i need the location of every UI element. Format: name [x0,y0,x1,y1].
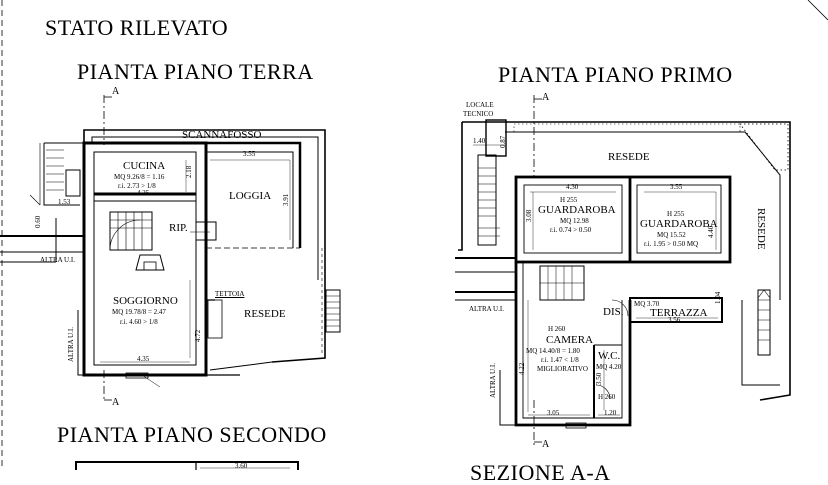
floor-plan-drawing [0,0,828,470]
section-mark-bottom: A [112,397,120,408]
drawing-heading: STATO RILEVATO [45,15,229,40]
dim-second-top: 3.60 [235,462,248,470]
terrazza-area: MQ 3.70 [634,300,660,308]
guardaroba1-ratio: r.i. 0.74 > 0.50 [550,226,592,234]
loggia-label: LOGGIA [229,190,272,202]
dim-cucina-height: 2.18 [185,165,193,178]
soggiorno-area: MQ 19.78/8 = 2.47 [112,308,166,316]
section-aa-title: SEZIONE A-A [470,460,611,485]
resede-label: RESEDE [244,308,286,320]
locale-tecnico-line1: LOCALE [466,101,494,109]
dim-camera-width: 3.05 [547,409,560,417]
section-mark-top: A [112,86,120,97]
dim-locale-tecnico-height: 0.87 [499,135,507,148]
dim-wc-width: 1.20 [604,409,617,417]
dim-guardaroba2-height: 4.40 [707,225,715,238]
camera-label: CAMERA [546,334,594,346]
locale-tecnico-line2: TECNICO [463,110,494,118]
guardaroba1-height: H 255 [560,196,578,204]
first-floor-plan [455,95,791,445]
guardaroba2-area: MQ 15.52 [657,231,686,239]
dim-cucina-width: 4.25 [137,189,150,197]
first-floor-title: PIANTA PIANO PRIMO [498,62,733,87]
resede-top-label: RESEDE [608,151,650,163]
first-altra-ui-label: ALTRA U.I. [469,305,504,313]
ground-floor-title: PIANTA PIANO TERRA [77,59,314,84]
guardaroba1-label: GUARDAROBA [538,204,616,216]
first-section-mark-top: A [542,92,550,103]
dim-guardaroba1-width: 4.30 [566,183,579,191]
guardaroba1-area: MQ 12.98 [560,217,589,225]
dim-wc-height: 3.50 [595,372,603,385]
dim-terrazza-height: 1.04 [714,291,722,304]
dim-camera-height: 4.22 [518,362,526,375]
dim-loggia-width: 3.55 [243,150,256,158]
guardaroba2-label: GUARDAROBA [640,218,718,230]
wc-label: W.C. [598,350,621,362]
disimpegno-label: DIS. [603,306,624,318]
tettoia-label: TETTOIA [215,290,245,298]
dim-small-left: 1.53 [58,198,71,206]
cucina-ratio: r.i. 2.73 > 1/8 [118,182,156,190]
wc-area: MQ 4.20 [596,363,622,371]
terrazza-label: TERRAZZA [650,307,708,319]
ground-floor-plan [0,95,341,402]
cucina-area: MQ 9.26/8 = 1.16 [114,173,165,181]
dim-loggia-height: 3.91 [282,193,290,206]
first-altra-ui-vertical-label: ALTRA U.I. [489,363,497,398]
dim-terrazza: 3.56 [668,316,681,324]
wc-height: H 260 [598,393,616,401]
camera-ratio: r.i. 1.47 < 1/8 [541,356,579,364]
camera-note: MIGLIORATIVO [537,365,588,373]
dim-locale-tecnico: 1.40 [473,137,486,145]
resede-side-label: RESEDE [755,208,767,250]
cucina-label: CUCINA [123,160,166,172]
second-floor-title: PIANTA PIANO SECONDO [57,422,327,447]
second-floor-plan [75,461,299,470]
dim-guardaroba1-height: 3.08 [525,209,533,222]
altra-ui-label: ALTRA U.I. [40,256,75,264]
scannafosso-label: SCANNAFOSSO [182,129,262,141]
dim-soggiorno-height: 4.72 [194,329,202,342]
ripostiglio-label: RIP. [169,222,188,234]
camera-height: H 260 [548,325,566,333]
dim-guardaroba2-width: 3.55 [670,183,683,191]
dim-wall: 0.60 [34,215,42,228]
guardaroba2-height: H 255 [667,210,685,218]
soggiorno-label: SOGGIORNO [113,295,178,307]
camera-area: MQ 14.40/8 = 1.80 [526,347,580,355]
dim-soggiorno-width: 4.35 [137,355,150,363]
altra-ui-vertical-label: ALTRA U.I. [67,327,75,362]
first-section-mark-bottom: A [542,439,550,450]
guardaroba2-ratio: r.i. 1.95 > 0.50 MQ [644,240,699,248]
soggiorno-ratio: r.i. 4.60 > 1/8 [120,318,158,326]
